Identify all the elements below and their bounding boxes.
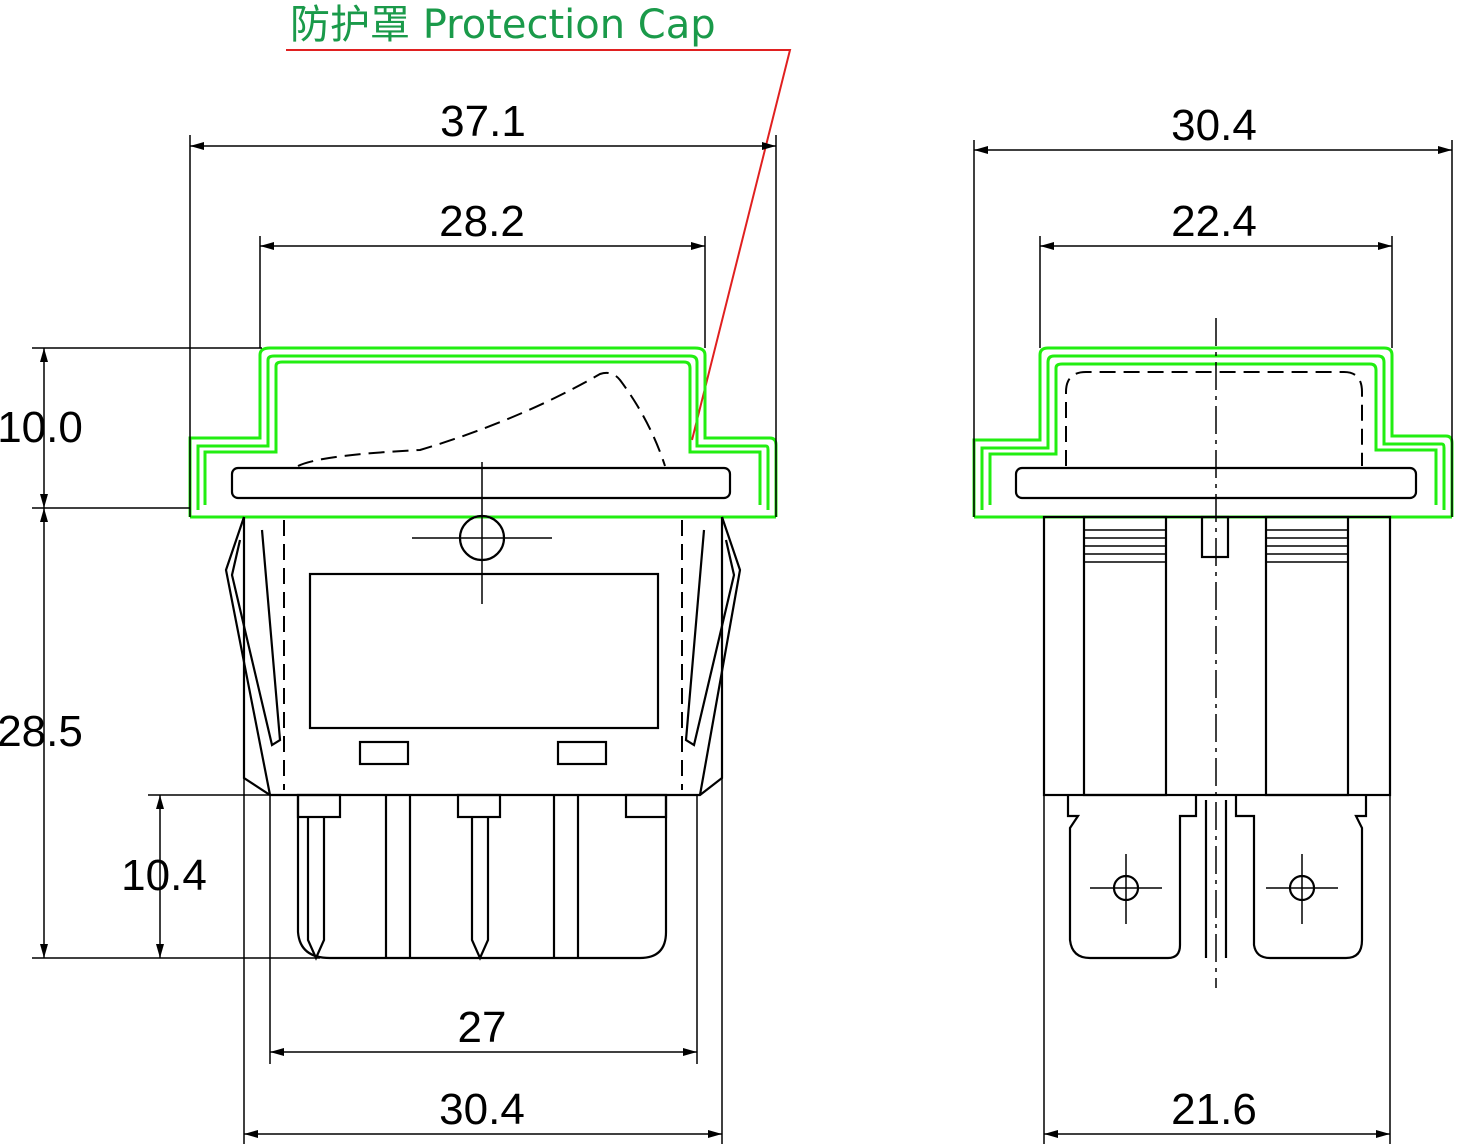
front-window	[308, 572, 660, 730]
terminal-pin-left	[306, 817, 326, 961]
dim-side-overall-width: 30.4	[1171, 101, 1257, 150]
protection-cap-callout: 防护罩 Protection Cap	[286, 2, 792, 441]
dim-side-bottom-width: 21.6	[1171, 1085, 1257, 1134]
side-body	[1042, 515, 1392, 797]
dim-side-cap-width: 22.4	[1171, 197, 1257, 246]
front-view	[188, 346, 778, 961]
side-rocker-outline	[1065, 371, 1363, 466]
side-terminal-left	[1066, 795, 1198, 960]
terminal-pin-center	[470, 817, 490, 961]
front-mounting-plate	[230, 466, 732, 500]
side-dimensions: 30.4 22.4 21.6	[973, 101, 1453, 1144]
side-cap-outline	[972, 346, 1454, 519]
side-grip-lines-left	[1084, 529, 1166, 563]
front-body	[242, 517, 724, 797]
front-cap-outline	[188, 346, 778, 519]
side-terminal-right	[1234, 795, 1368, 960]
side-view	[972, 318, 1454, 988]
dim-terminal-span: 27	[458, 1003, 507, 1052]
dim-terminal-length: 10.4	[121, 851, 207, 900]
dim-bottom-width: 30.4	[439, 1085, 525, 1134]
front-dimensions: 37.1 28.2 10.0 28.5 10.4 27 30.4	[0, 97, 777, 1144]
left-snap-clip	[224, 516, 272, 796]
dim-overall-width: 37.1	[440, 97, 526, 146]
side-grip-lines-right	[1266, 529, 1348, 563]
right-snap-clip	[698, 516, 742, 796]
dim-cap-width: 28.2	[439, 197, 525, 246]
dim-cap-height: 10.0	[0, 403, 83, 452]
front-terminal-housing	[296, 795, 668, 960]
rocker-outline	[297, 371, 666, 467]
callout-leader-line	[286, 49, 792, 441]
callout-label: 防护罩 Protection Cap	[290, 2, 716, 48]
dim-body-height: 28.5	[0, 707, 83, 756]
